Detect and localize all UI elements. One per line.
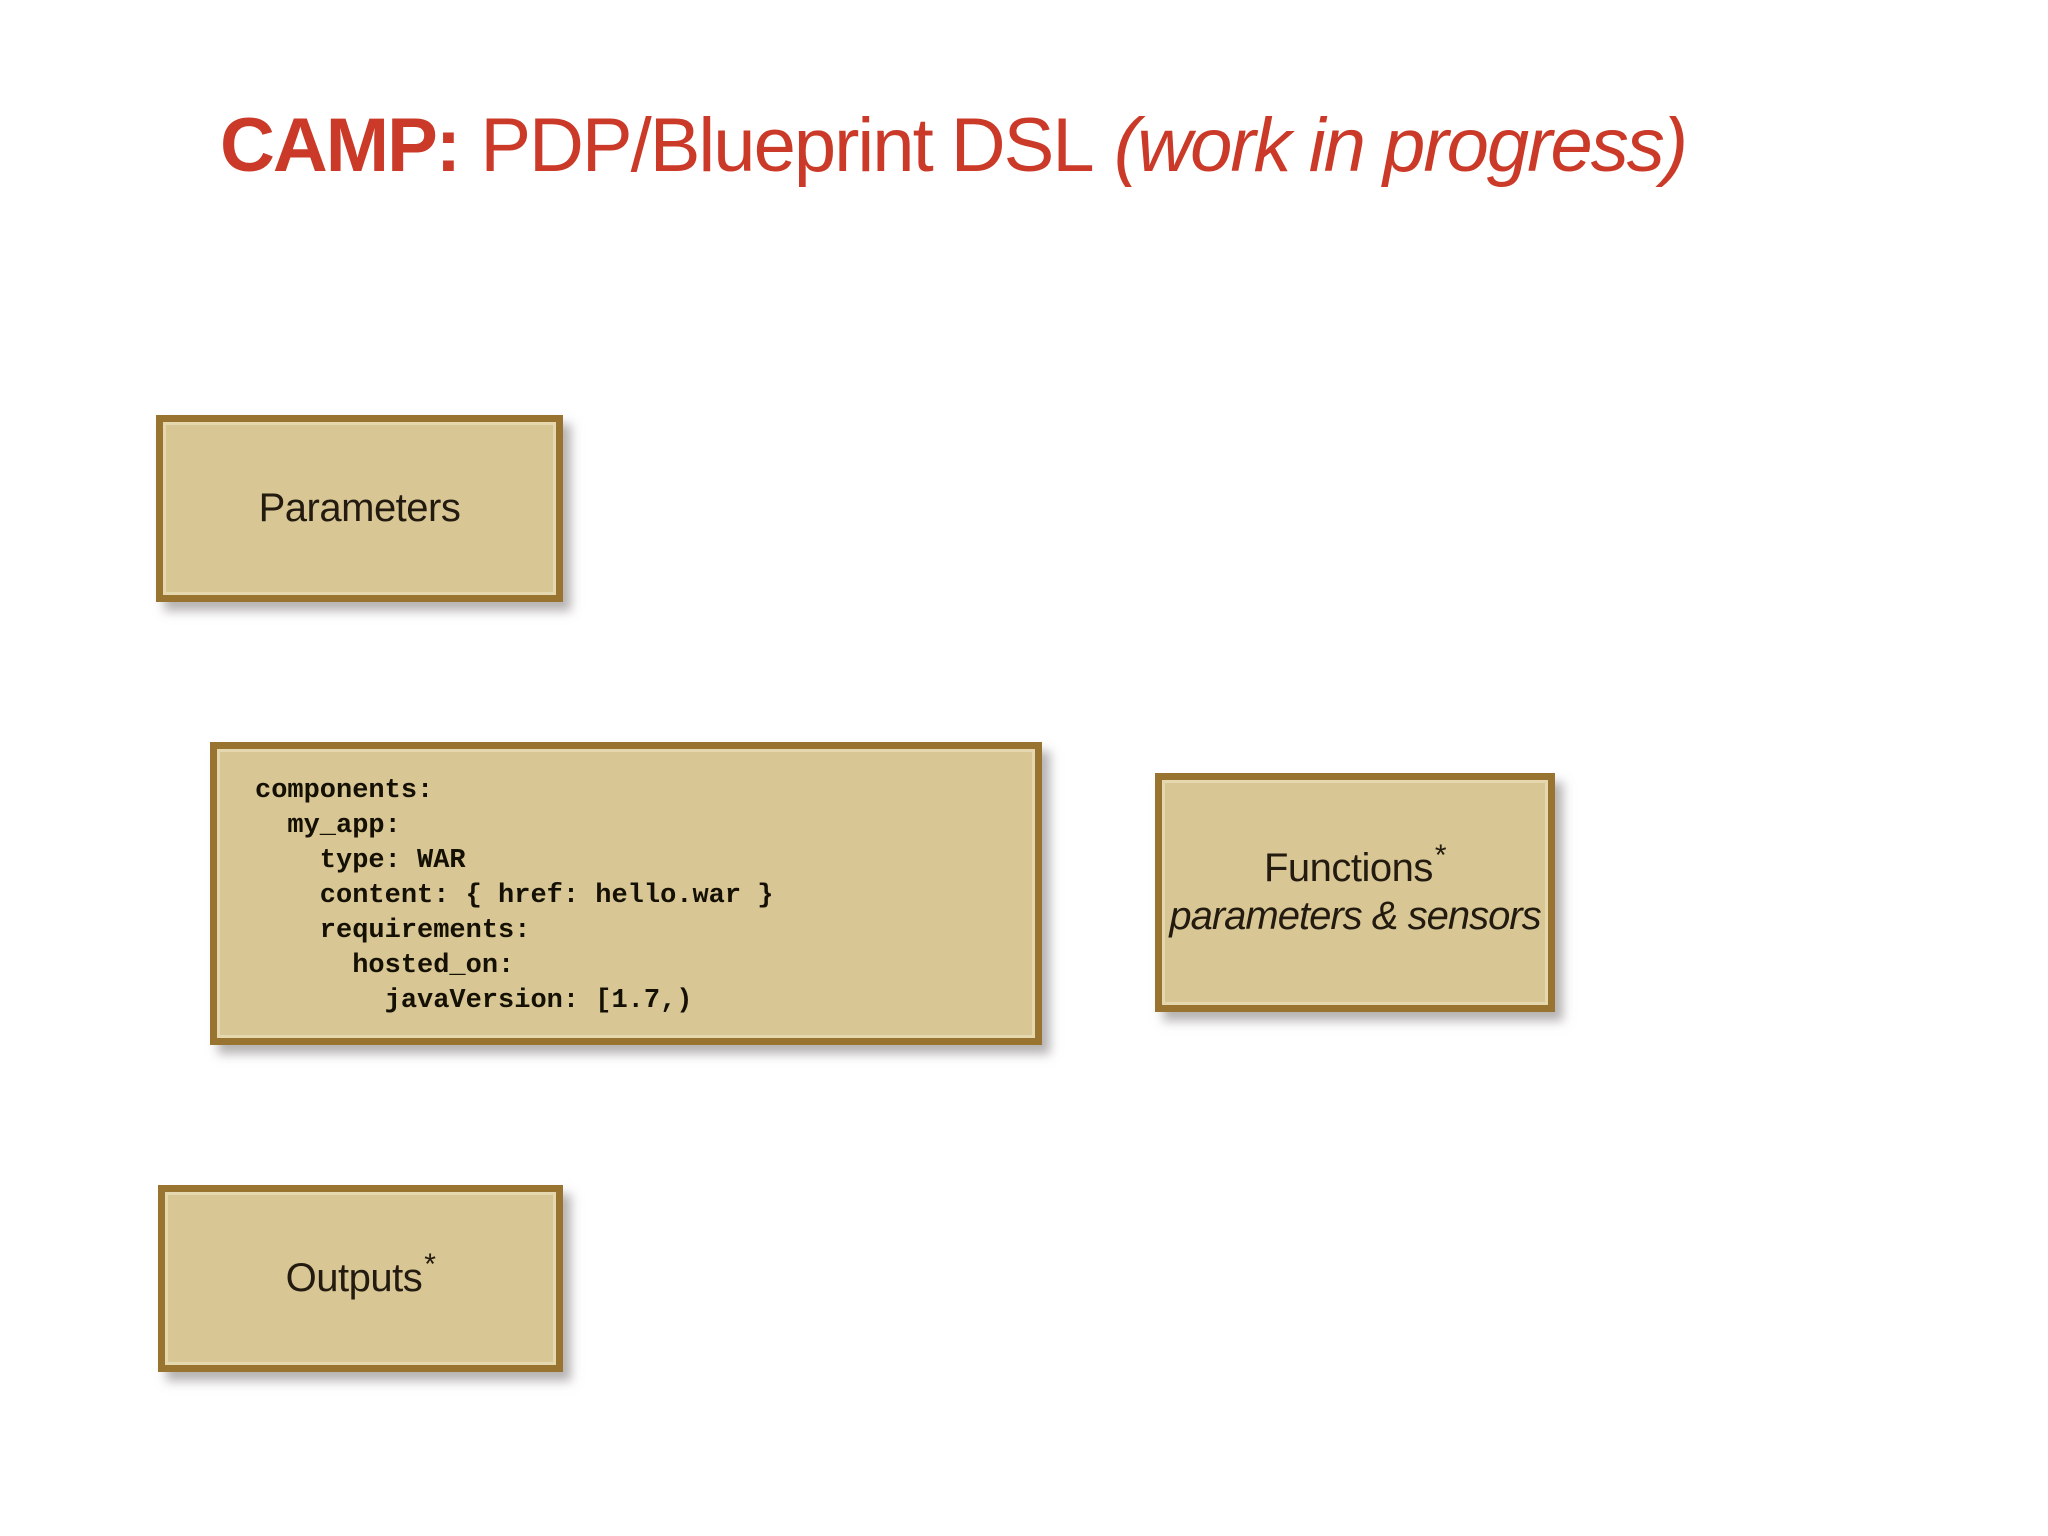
page-title: CAMP:PDP/Blueprint DSL(work in progress)	[220, 108, 1688, 184]
parameters-label: Parameters	[258, 485, 461, 530]
functions-label: Functions*	[1263, 838, 1447, 891]
functions-subtitle: parameters & sensors	[1169, 893, 1541, 938]
parameters-box: Parameters	[156, 415, 563, 602]
outputs-box: Outputs*	[158, 1185, 563, 1372]
title-note: (work in progress)	[1113, 103, 1688, 188]
outputs-superscript: *	[424, 1248, 436, 1282]
blueprint-code: components: my_app: type: WAR content: {…	[255, 776, 774, 1016]
functions-superscript: *	[1434, 838, 1447, 872]
functions-box: Functions* parameters & sensors	[1155, 773, 1555, 1012]
outputs-label: Outputs*	[285, 1248, 436, 1300]
title-brand: CAMP:	[220, 103, 461, 188]
blueprint-code-box: components: my_app: type: WAR content: {…	[210, 742, 1042, 1045]
title-main: PDP/Blueprint DSL	[480, 103, 1094, 188]
